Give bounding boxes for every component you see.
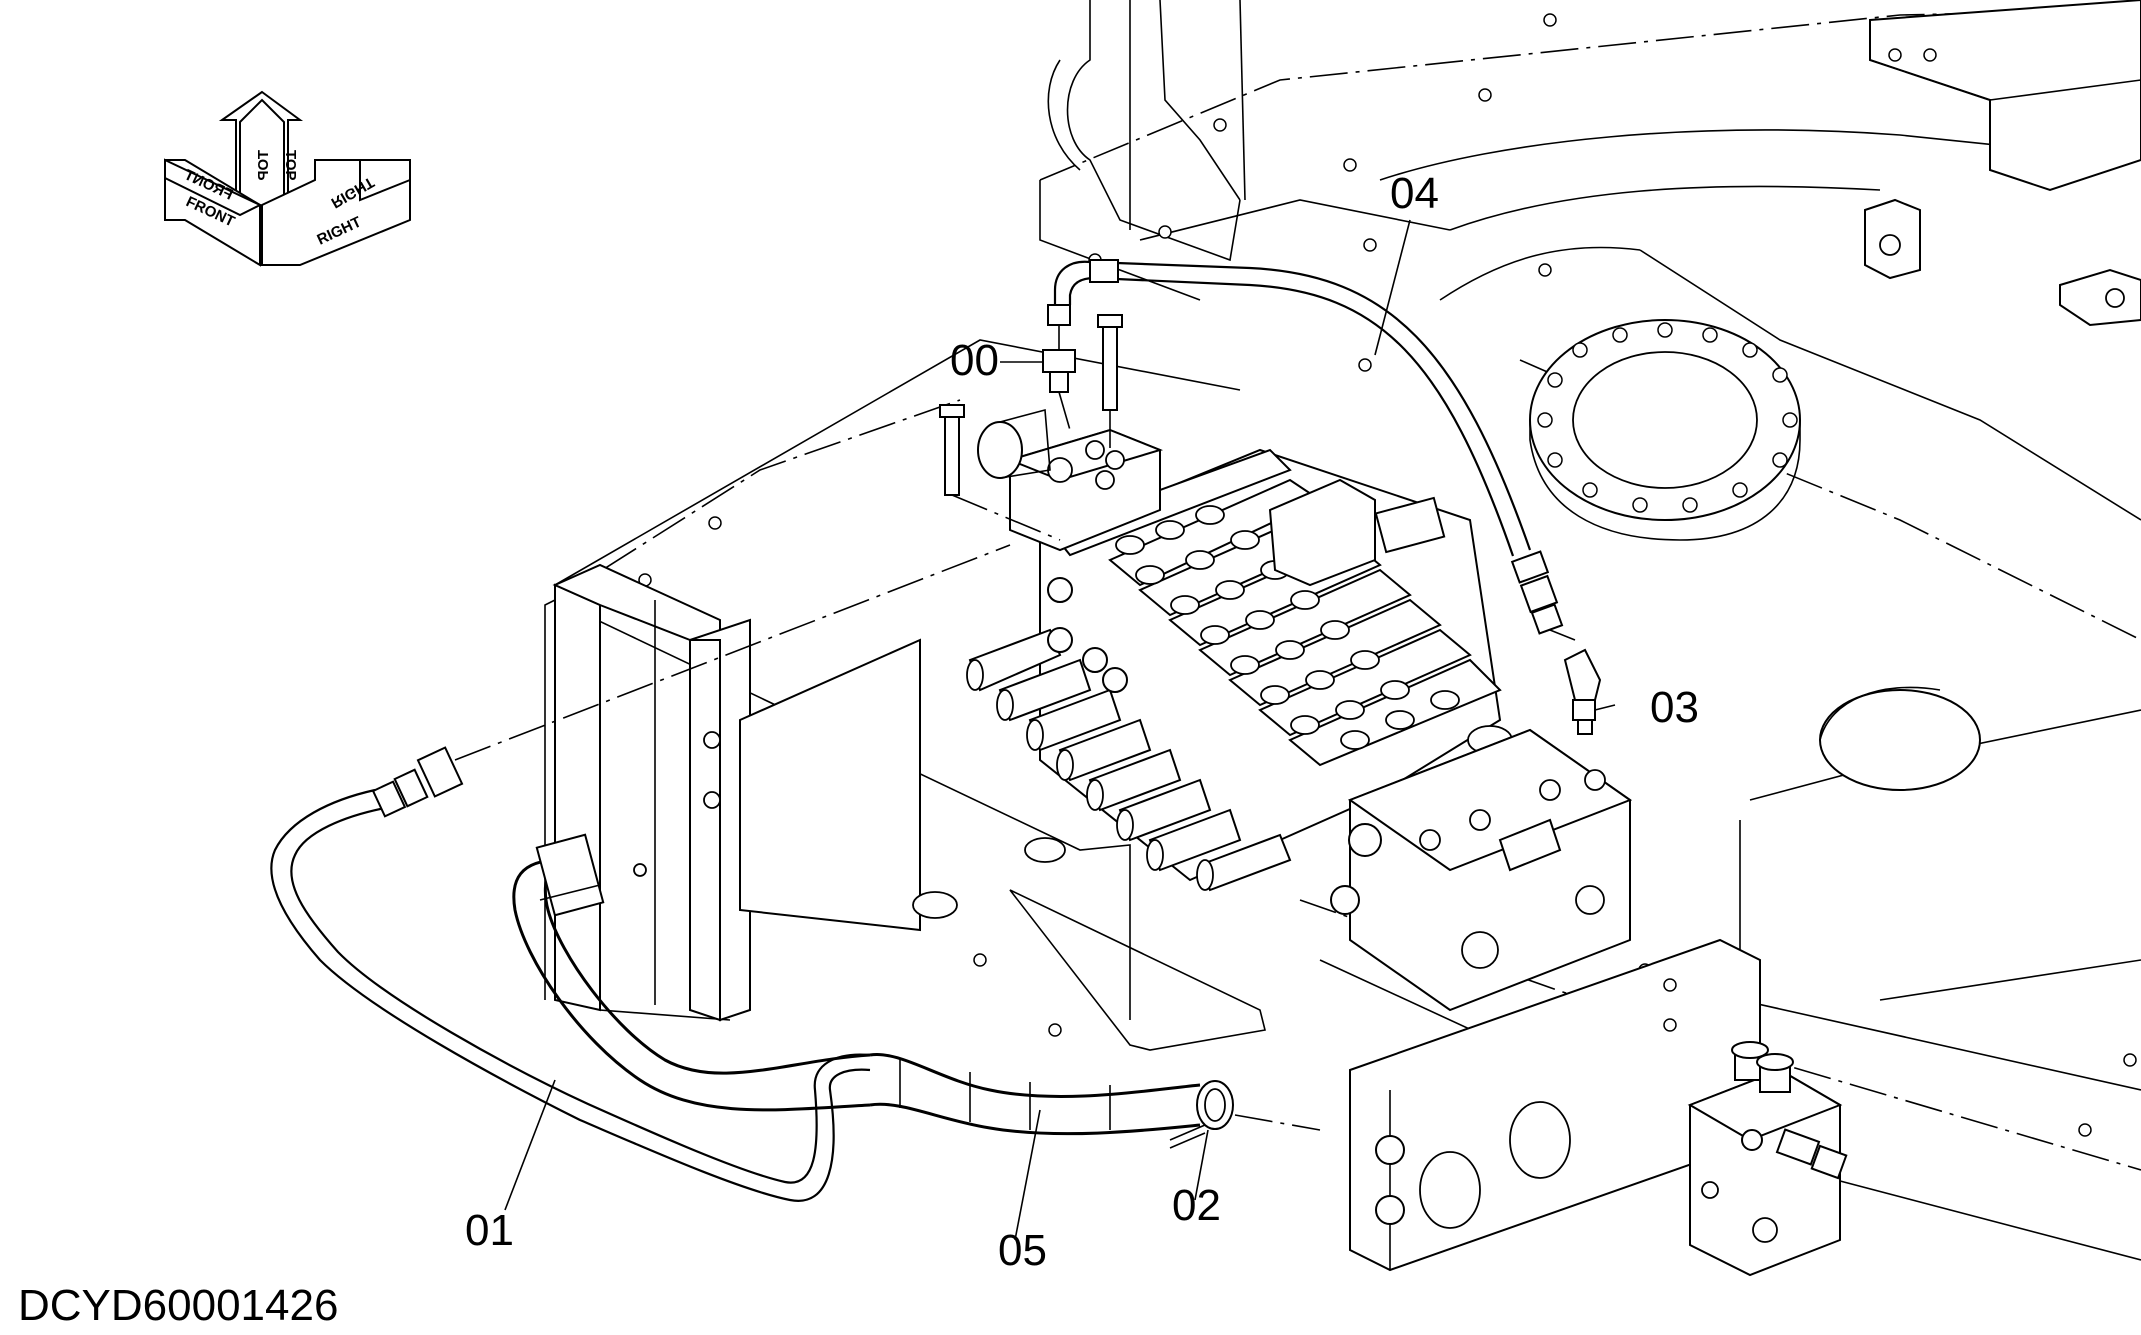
leader-lines — [504, 219, 1616, 1241]
orientation-indicator: FRONT FRONT TOP TOP RIGHT RIGHT — [164, 90, 411, 267]
spool-caps — [966, 577, 1292, 892]
callout-02: 02 — [1172, 1181, 1221, 1230]
top-label-mirrored: TOP — [255, 150, 272, 181]
callout-03: 03 — [1650, 683, 1699, 732]
fitting-00 — [1042, 304, 1076, 431]
auxiliary-valve-block — [1687, 1041, 1848, 1277]
valve-ports — [1115, 505, 1513, 755]
callout-04: 04 — [1390, 169, 1439, 218]
swing-bearing — [1529, 319, 1981, 791]
hose-05 — [512, 833, 1321, 1149]
callout-01: 01 — [465, 1206, 514, 1255]
top-label: TOP — [282, 150, 299, 181]
fitting-03 — [1563, 648, 1602, 735]
hose-01 — [270, 544, 1011, 1202]
hose-04 — [1053, 259, 1576, 641]
callout-00: 00 — [950, 336, 999, 385]
control-valve — [939, 314, 1633, 1012]
callout-05: 05 — [998, 1226, 1047, 1275]
document-id: DCYD60001426 — [18, 1281, 338, 1330]
